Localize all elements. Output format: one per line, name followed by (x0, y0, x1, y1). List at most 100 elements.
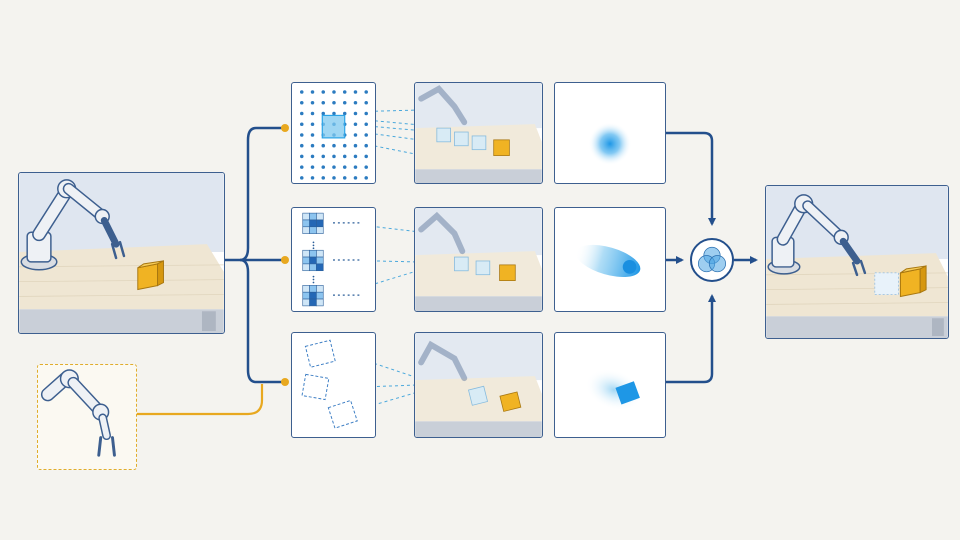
prediction-panel-2 (414, 207, 543, 312)
grid-dot (353, 154, 358, 159)
grid-dot (353, 100, 358, 105)
reference-connector (137, 384, 264, 416)
grid-dot (353, 133, 358, 137)
input-scene-image (19, 173, 224, 333)
venn-fusion-icon (698, 246, 726, 273)
gold-cube (899, 265, 927, 298)
highlighted-patch (321, 114, 346, 139)
encoding-panel-grid-tokens (291, 207, 376, 312)
gold-cube (137, 260, 164, 291)
grid-token (302, 212, 324, 234)
grid-dot (300, 90, 304, 94)
output-scene-image (766, 186, 948, 338)
grid-dot (321, 176, 326, 180)
robot-arm-icon (418, 211, 466, 255)
grid-dot (342, 154, 347, 159)
grid-dot (332, 176, 336, 180)
encoding-panel-rotated-boxes (291, 332, 376, 438)
grid-dot (332, 111, 336, 116)
grid-dot (310, 122, 315, 126)
reference-gripper-panel (37, 364, 137, 470)
heatmap-3-connector (666, 294, 716, 384)
grid-dot (342, 100, 347, 105)
ghost-cube (874, 272, 899, 296)
robot-arm-icon (767, 194, 867, 277)
grid-dot (332, 100, 336, 105)
heatmap-streak-blob (575, 244, 641, 278)
grid-dot (332, 90, 336, 94)
heatmap-panel-1 (554, 82, 666, 184)
heatmap-panel-2 (554, 207, 666, 312)
grid-dot (364, 111, 368, 116)
prediction-panel-1 (414, 82, 543, 184)
grid-dot (364, 154, 368, 159)
robot-arm-icon (418, 340, 468, 382)
heatmap-panel-3 (554, 332, 666, 438)
branch-1-node (281, 124, 289, 132)
robot-gripper-icon (40, 369, 116, 457)
token-ellipsis (312, 241, 315, 284)
branch-3-node (281, 378, 289, 386)
grid-dot (364, 165, 368, 169)
prediction-scene-2 (415, 208, 542, 311)
grid-dot (353, 90, 358, 94)
grid-dot (364, 176, 368, 180)
grid-dot (364, 143, 368, 148)
grid-dot (321, 154, 326, 159)
grid-dot (342, 176, 347, 180)
grid-dot (342, 143, 347, 148)
prediction-scene-3 (415, 333, 542, 437)
grid-dot (332, 143, 336, 148)
grid-dot (332, 154, 336, 159)
grid-dot (353, 122, 358, 126)
branch-2-node (281, 256, 289, 264)
grid-dot (353, 143, 358, 148)
grid-dot (364, 100, 368, 105)
dot-grid-patch-image (300, 90, 368, 180)
branch-spine (239, 126, 257, 384)
grid-dot (300, 100, 304, 105)
grid-dot (332, 165, 336, 169)
robot-arm-icon (20, 179, 126, 271)
rotated-dashed-boxes-image (301, 339, 358, 429)
grid-dot (310, 100, 315, 105)
grid-dot (310, 143, 315, 148)
grid-dot (310, 165, 315, 169)
grid-dot (300, 122, 304, 126)
fusion-node (690, 238, 734, 282)
prediction-scene-1 (415, 83, 542, 183)
grid-dot (300, 111, 304, 116)
grid-dot (300, 165, 304, 169)
grid-dot (342, 90, 347, 94)
grid-dot (364, 133, 368, 137)
grid-dot (364, 90, 368, 94)
grid-dot (310, 154, 315, 159)
grid-dot (364, 122, 368, 126)
grid-dot (310, 176, 315, 180)
grid-dot (342, 165, 347, 169)
encoding-panel-dot-grid (291, 82, 376, 184)
grid-dot (300, 154, 304, 159)
reference-gripper-image (40, 369, 116, 457)
heatmap-centered-blob (588, 122, 632, 166)
grid-dot (342, 111, 347, 116)
grid-dot (321, 143, 326, 148)
grid-dot (353, 111, 358, 116)
grid-dot (300, 176, 304, 180)
heatmap-tilted-cube-blob (585, 368, 643, 411)
grid-dot (300, 133, 304, 137)
grid-dot (321, 100, 326, 105)
grid-dot (300, 143, 304, 148)
grid-token (302, 285, 324, 307)
grid-dot (310, 111, 315, 116)
grid-dot (321, 90, 326, 94)
heatmap-1-connector (666, 131, 716, 226)
robot-arm-icon (418, 85, 468, 126)
grid-dot (310, 90, 315, 94)
grid-token (302, 249, 324, 272)
grid-dot (353, 176, 358, 180)
grid-dot (321, 111, 326, 116)
prediction-panel-3 (414, 332, 543, 438)
input-scene-panel (18, 172, 225, 334)
